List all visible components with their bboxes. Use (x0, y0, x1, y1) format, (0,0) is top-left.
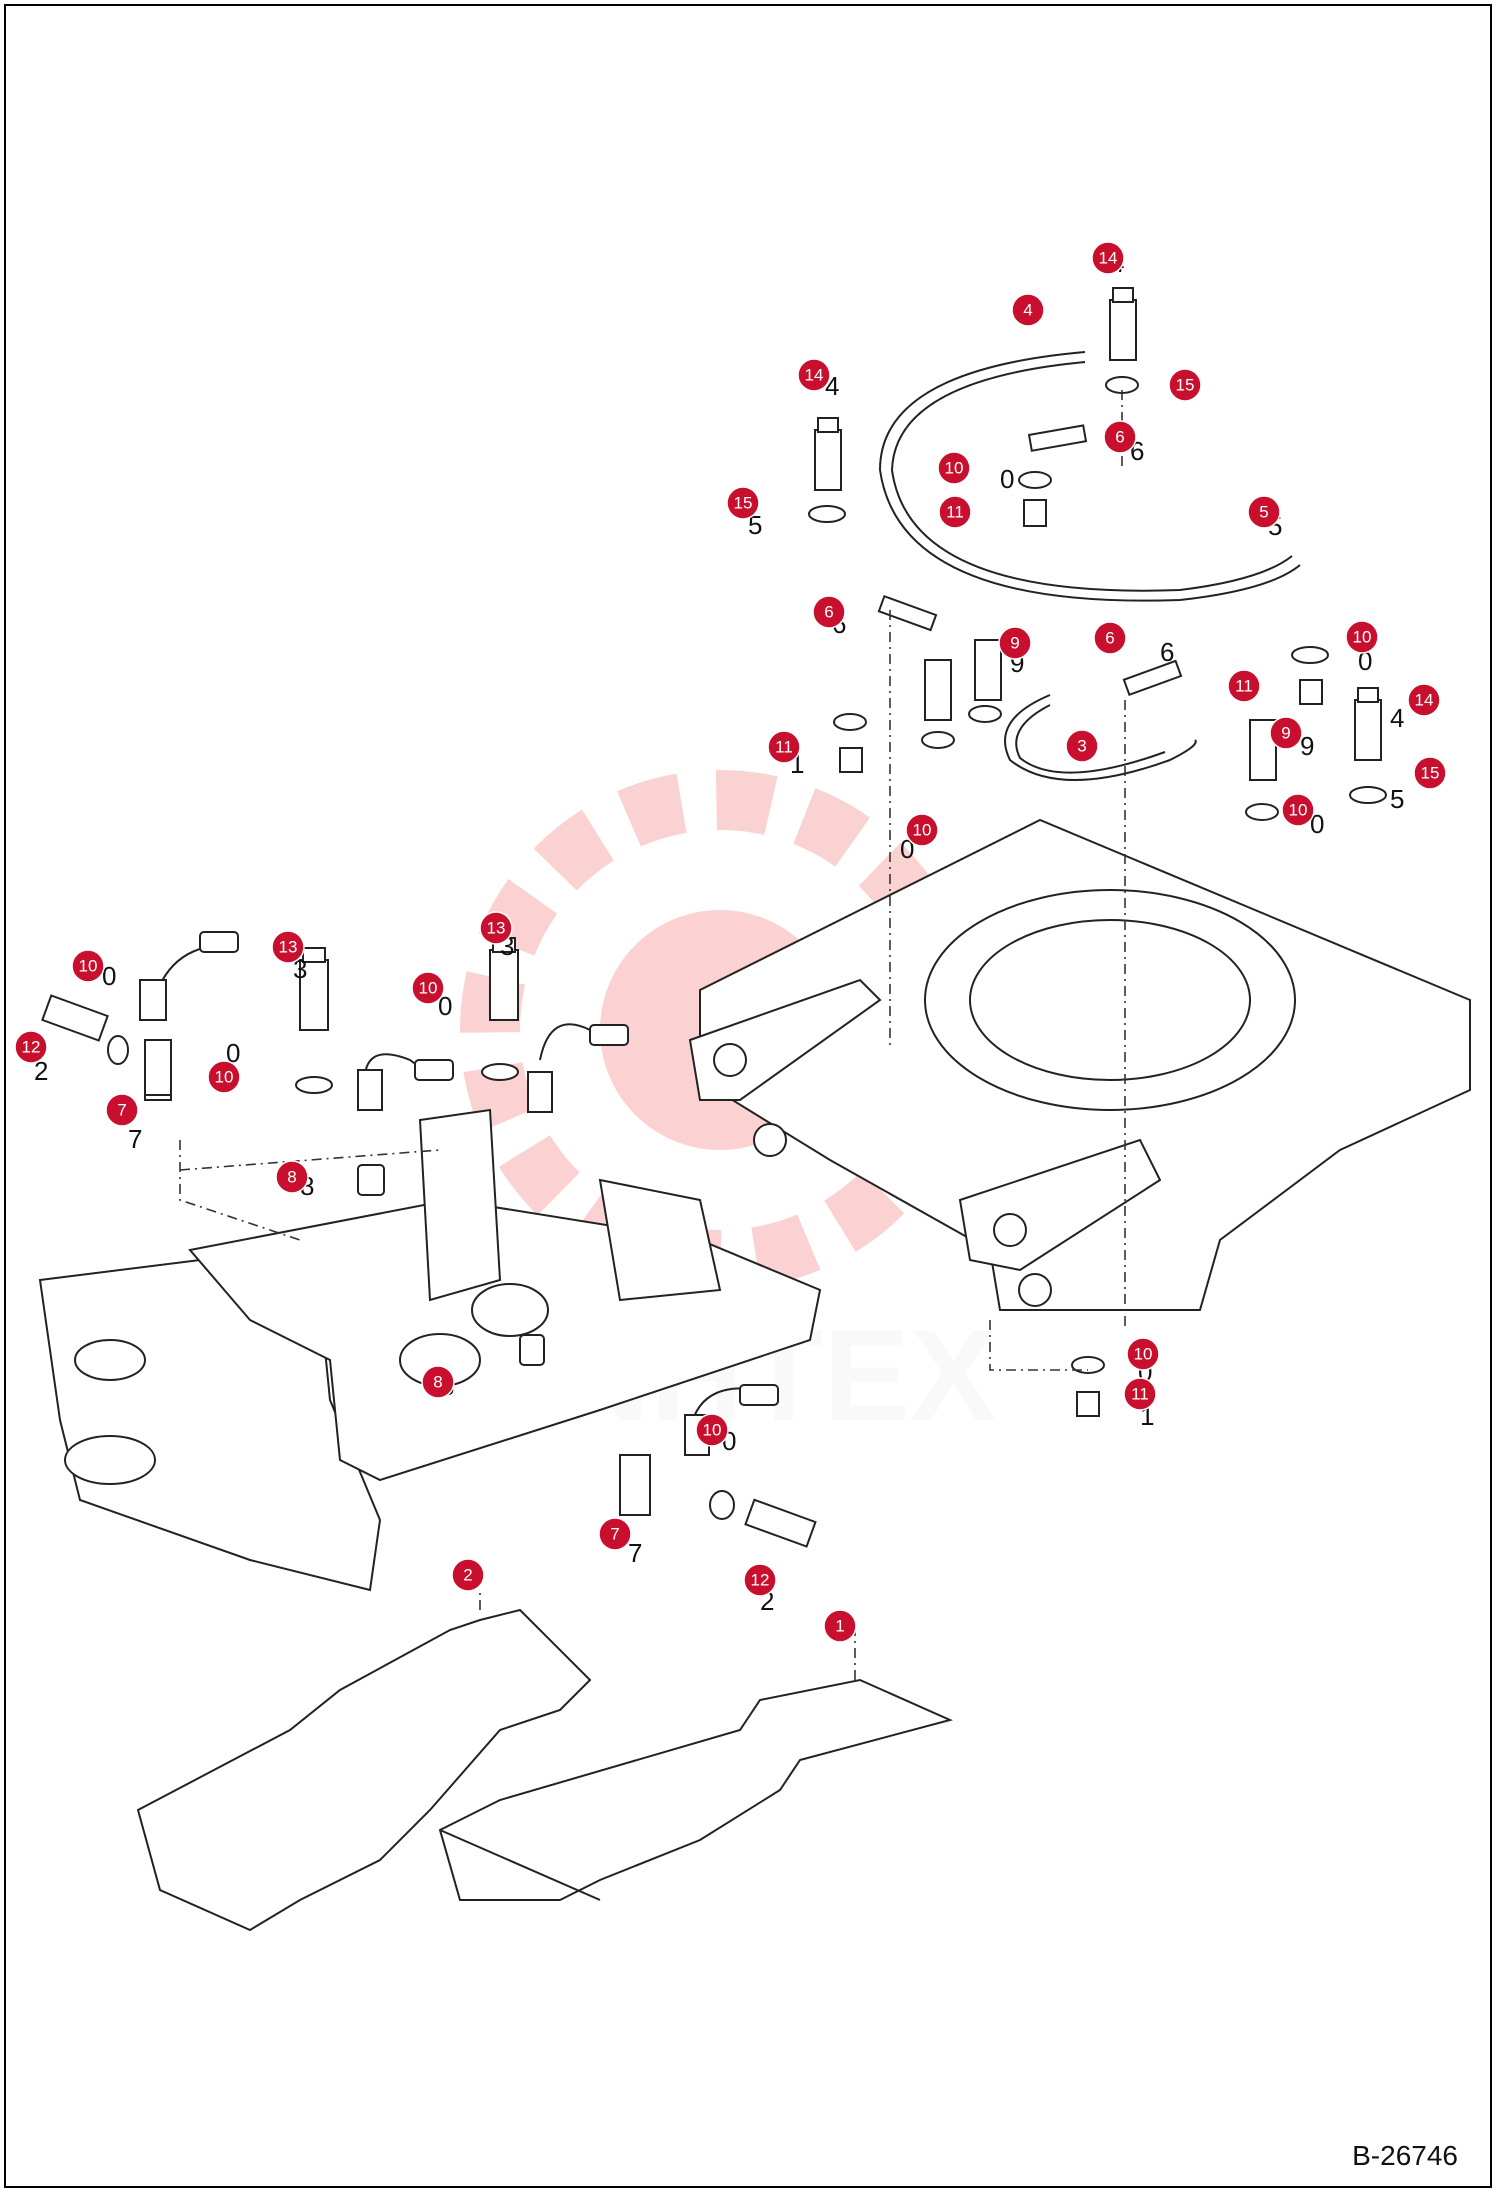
callout-8[interactable]: 8 (421, 1365, 455, 1399)
callout-13[interactable]: 13 (271, 930, 305, 964)
svg-text:3: 3 (293, 954, 307, 984)
callout-11[interactable]: 11 (1227, 669, 1261, 703)
callout-11[interactable]: 11 (938, 495, 972, 529)
svg-text:5: 5 (748, 510, 762, 540)
floor-plates (136, 1590, 953, 1932)
callout-2[interactable]: 2 (451, 1558, 485, 1592)
svg-text:9: 9 (1010, 634, 1019, 653)
svg-text:15: 15 (1176, 376, 1195, 395)
callout-7[interactable]: 7 (598, 1517, 632, 1551)
svg-text:13: 13 (279, 938, 298, 957)
svg-text:2: 2 (463, 1566, 472, 1585)
svg-text:7: 7 (628, 1538, 642, 1568)
callout-10[interactable]: 10 (207, 1060, 241, 1094)
callout-14[interactable]: 14 (797, 358, 831, 392)
svg-text:10: 10 (1353, 628, 1372, 647)
callout-15[interactable]: 15 (726, 486, 760, 520)
svg-text:14: 14 (1415, 691, 1434, 710)
callout-4[interactable]: 4 (1011, 293, 1045, 327)
svg-text:0: 0 (226, 1038, 240, 1068)
svg-text:12: 12 (751, 1571, 770, 1590)
callout-11[interactable]: 11 (1123, 1377, 1157, 1411)
svg-text:7: 7 (610, 1525, 619, 1544)
callout-10[interactable]: 10 (411, 971, 445, 1005)
callout-6[interactable]: 6 (1103, 420, 1137, 454)
callout-11[interactable]: 11 (767, 730, 801, 764)
callout-10[interactable]: 10 (905, 813, 939, 847)
callout-14[interactable]: 14 (1091, 241, 1125, 275)
svg-text:14: 14 (805, 366, 824, 385)
callout-1[interactable]: 1 (823, 1609, 857, 1643)
svg-text:9: 9 (1300, 731, 1314, 761)
svg-text:3: 3 (1077, 737, 1086, 756)
svg-text:10: 10 (1134, 1345, 1153, 1364)
svg-text:11: 11 (946, 503, 964, 522)
svg-text:8: 8 (433, 1373, 442, 1392)
callout-12[interactable]: 12 (743, 1563, 777, 1597)
svg-text:10: 10 (79, 957, 98, 976)
upper-frame-assembly (688, 818, 1471, 1311)
svg-text:15: 15 (734, 494, 753, 513)
svg-text:10: 10 (215, 1068, 234, 1087)
callout-9[interactable]: 9 (998, 626, 1032, 660)
svg-text:10: 10 (703, 1421, 722, 1440)
svg-text:10: 10 (419, 979, 438, 998)
callout-6[interactable]: 6 (1093, 621, 1127, 655)
svg-text:5: 5 (1390, 784, 1404, 814)
svg-text:7: 7 (117, 1101, 126, 1120)
svg-text:10: 10 (945, 459, 964, 478)
svg-text:1: 1 (835, 1617, 844, 1636)
svg-text:9: 9 (1281, 724, 1290, 743)
callout-9[interactable]: 9 (1269, 716, 1303, 750)
svg-text:15: 15 (1421, 764, 1440, 783)
callout-15[interactable]: 15 (1413, 756, 1447, 790)
callout-10[interactable]: 10 (1345, 620, 1379, 654)
svg-text:11: 11 (1131, 1385, 1149, 1404)
callout-8[interactable]: 8 (275, 1160, 309, 1194)
svg-text:0: 0 (438, 991, 452, 1021)
callout-5[interactable]: 5 (1247, 495, 1281, 529)
svg-text:8: 8 (287, 1168, 296, 1187)
callout-10[interactable]: 10 (695, 1413, 729, 1447)
lower-frame-assembly (38, 1108, 822, 1592)
svg-text:11: 11 (775, 738, 793, 757)
svg-text:10: 10 (913, 821, 932, 840)
sensor-cables (41, 931, 817, 1548)
callout-10[interactable]: 10 (1126, 1337, 1160, 1371)
callout-13[interactable]: 13 (479, 911, 513, 945)
callout-10[interactable]: 10 (937, 451, 971, 485)
svg-text:4: 4 (1390, 703, 1404, 733)
svg-text:5: 5 (1259, 503, 1268, 522)
document-id: B-26746 (1352, 2140, 1458, 2171)
svg-text:6: 6 (1105, 629, 1114, 648)
svg-text:14: 14 (1099, 249, 1118, 268)
callout-6[interactable]: 6 (812, 595, 846, 629)
svg-text:6: 6 (1115, 428, 1124, 447)
callout-7[interactable]: 7 (105, 1093, 139, 1127)
svg-text:0: 0 (1000, 464, 1014, 494)
callout-15[interactable]: 15 (1168, 368, 1202, 402)
callout-14[interactable]: 14 (1407, 683, 1441, 717)
svg-text:0: 0 (102, 961, 116, 991)
callout-10[interactable]: 10 (71, 949, 105, 983)
svg-text:6: 6 (824, 603, 833, 622)
callout-3[interactable]: 3 (1065, 729, 1099, 763)
callout-12[interactable]: 12 (14, 1030, 48, 1064)
svg-text:10: 10 (1289, 801, 1308, 820)
svg-text:11: 11 (1235, 677, 1253, 696)
svg-text:12: 12 (22, 1038, 41, 1057)
svg-text:6: 6 (1160, 637, 1174, 667)
svg-text:4: 4 (1023, 301, 1032, 320)
callout-10[interactable]: 10 (1281, 793, 1315, 827)
drawing-frame (4, 4, 1492, 2188)
svg-text:0: 0 (1310, 809, 1324, 839)
svg-text:7: 7 (128, 1124, 142, 1154)
cable-guide-arcs (877, 351, 1301, 781)
svg-text:13: 13 (487, 919, 506, 938)
bolts-and-washers-upper (808, 287, 1387, 1417)
svg-text:2: 2 (34, 1056, 48, 1086)
